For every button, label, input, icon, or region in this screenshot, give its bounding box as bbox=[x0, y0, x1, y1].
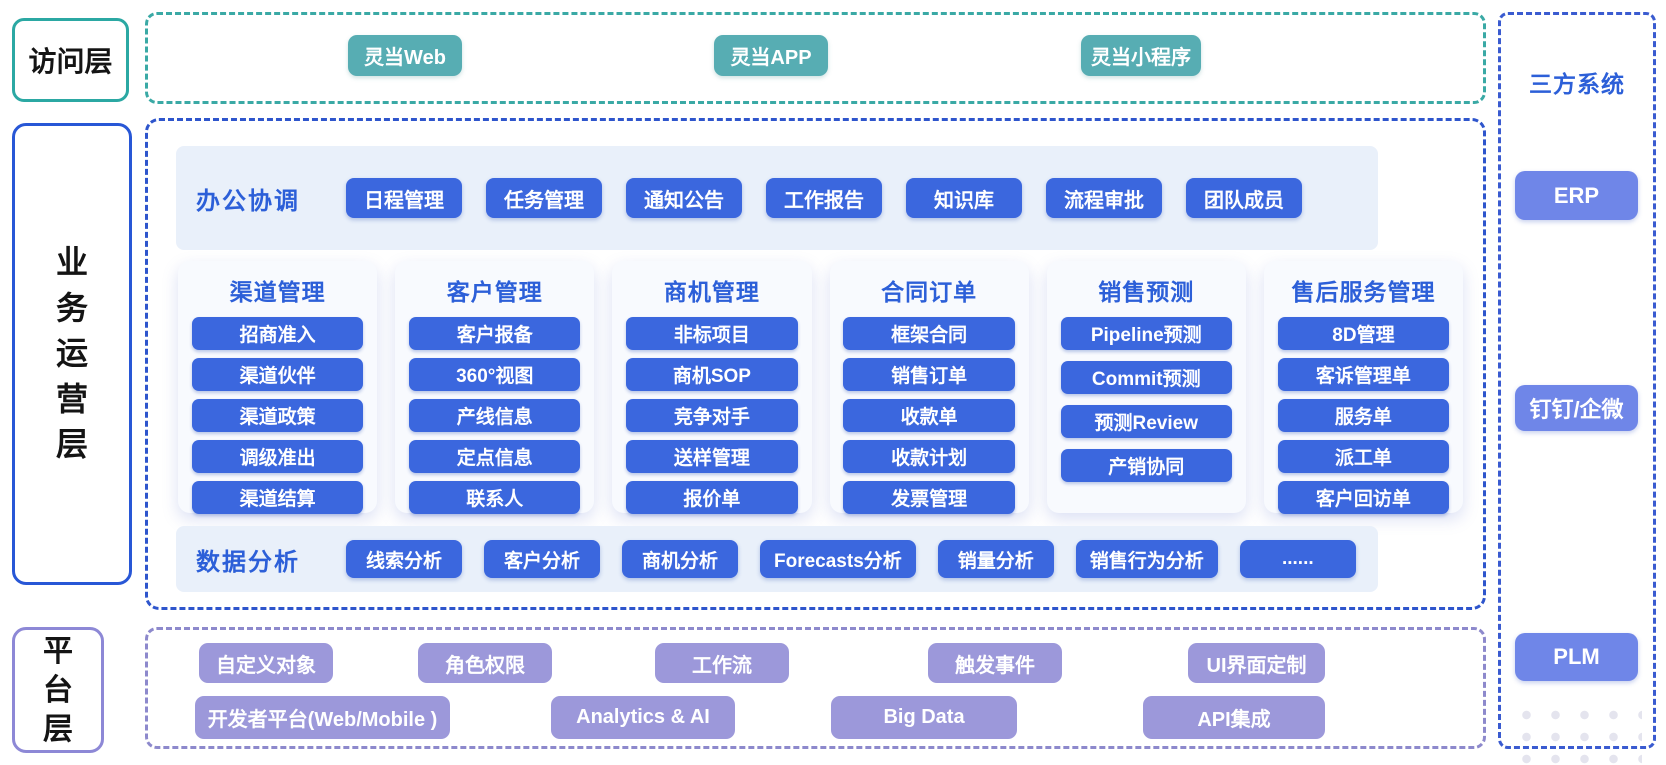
card-item-button[interactable]: 渠道伙伴 bbox=[191, 358, 364, 391]
card-item-button[interactable]: 非标项目 bbox=[626, 317, 798, 350]
task-management-button[interactable]: 任务管理 bbox=[486, 178, 602, 218]
lingdang-app-button[interactable]: 灵当APP bbox=[714, 35, 828, 76]
analysis-buttons-row: 线索分析 客户分析 商机分析 Forecasts分析 销量分析 销售行为分析 .… bbox=[346, 540, 1356, 578]
office-panel-title: 办公协调 bbox=[196, 187, 300, 215]
big-data-button[interactable]: Big Data bbox=[831, 696, 1017, 739]
analytics-ai-button[interactable]: Analytics & AI bbox=[551, 696, 735, 739]
card-title: 售后服务管理 bbox=[1291, 279, 1436, 305]
forecasts-analysis-button[interactable]: Forecasts分析 bbox=[760, 540, 916, 578]
developer-platform-button[interactable]: 开发者平台(Web/Mobile ) bbox=[195, 696, 450, 739]
dot-grid-decoration bbox=[1508, 700, 1642, 764]
business-layer-panel: 办公协调 日程管理 任务管理 通知公告 工作报告 知识库 流程审批 团队成员 渠… bbox=[145, 118, 1486, 610]
layer-label-access: 访问层 bbox=[12, 18, 129, 102]
role-permission-button[interactable]: 角色权限 bbox=[418, 643, 552, 683]
data-analysis-panel: 数据分析 线索分析 客户分析 商机分析 Forecasts分析 销量分析 销售行… bbox=[176, 526, 1378, 592]
card-sales-forecast: 销售预测 Pipeline预测 Commit预测 预测Review 产销协同 bbox=[1046, 261, 1246, 513]
card-item-button[interactable]: 销售订单 bbox=[843, 358, 1015, 391]
card-title: 客户管理 bbox=[446, 279, 543, 305]
lead-analysis-button[interactable]: 线索分析 bbox=[346, 540, 462, 578]
more-analysis-button[interactable]: ...... bbox=[1239, 540, 1356, 578]
api-integration-button[interactable]: API集成 bbox=[1143, 696, 1325, 739]
business-cards-row: 渠道管理 招商准入 渠道伙伴 渠道政策 调级准出 渠道结算 客户管理 客户报备 … bbox=[178, 261, 1464, 514]
opportunity-analysis-button[interactable]: 商机分析 bbox=[622, 540, 738, 578]
office-coordination-panel: 办公协调 日程管理 任务管理 通知公告 工作报告 知识库 流程审批 团队成员 bbox=[176, 146, 1378, 250]
third-party-panel: 三方系统 ERP 钉钉/企微 PLM bbox=[1498, 12, 1656, 749]
business-layer-label: 业务运营层 bbox=[55, 244, 88, 463]
card-item-button[interactable]: 360°视图 bbox=[409, 358, 581, 391]
access-layer-panel: 灵当Web 灵当APP 灵当小程序 bbox=[145, 12, 1486, 104]
card-customer-management: 客户管理 客户报备 360°视图 产线信息 定点信息 联系人 bbox=[395, 261, 595, 514]
card-item-button[interactable]: 报价单 bbox=[626, 481, 798, 514]
card-item-button[interactable]: 定点信息 bbox=[409, 440, 581, 473]
card-item-button[interactable]: 联系人 bbox=[409, 481, 581, 514]
card-item-button[interactable]: 收款计划 bbox=[843, 440, 1015, 473]
card-title: 合同订单 bbox=[881, 279, 978, 305]
card-item-button[interactable]: Pipeline预测 bbox=[1060, 317, 1232, 350]
plm-button[interactable]: PLM bbox=[1515, 633, 1638, 681]
trigger-event-button[interactable]: 触发事件 bbox=[928, 643, 1062, 683]
sales-volume-analysis-button[interactable]: 销量分析 bbox=[937, 540, 1054, 578]
card-item-button[interactable]: 框架合同 bbox=[843, 317, 1015, 350]
card-item-button[interactable]: 客诉管理单 bbox=[1277, 358, 1450, 391]
layer-label-platform: 平台层 bbox=[12, 627, 104, 753]
erp-button[interactable]: ERP bbox=[1515, 171, 1638, 220]
customer-analysis-button[interactable]: 客户分析 bbox=[484, 540, 600, 578]
card-after-sales-service: 售后服务管理 8D管理 客诉管理单 服务单 派工单 客户回访单 bbox=[1263, 261, 1464, 514]
team-members-button[interactable]: 团队成员 bbox=[1186, 178, 1302, 218]
card-item-button[interactable]: 8D管理 bbox=[1277, 317, 1450, 350]
ui-customization-button[interactable]: UI界面定制 bbox=[1188, 643, 1325, 683]
card-item-button[interactable]: Commit预测 bbox=[1060, 361, 1232, 394]
process-approval-button[interactable]: 流程审批 bbox=[1046, 178, 1162, 218]
card-item-button[interactable]: 招商准入 bbox=[191, 317, 364, 350]
card-item-button[interactable]: 收款单 bbox=[843, 399, 1015, 432]
custom-object-button[interactable]: 自定义对象 bbox=[199, 643, 333, 683]
card-title: 渠道管理 bbox=[229, 279, 326, 305]
platform-layer-panel: 自定义对象 角色权限 工作流 触发事件 UI界面定制 开发者平台(Web/Mob… bbox=[145, 627, 1486, 749]
card-item-button[interactable]: 产线信息 bbox=[409, 399, 581, 432]
card-item-button[interactable]: 客户报备 bbox=[409, 317, 581, 350]
access-layer-label: 访问层 bbox=[28, 46, 113, 77]
card-opportunity-management: 商机管理 非标项目 商机SOP 竞争对手 送样管理 报价单 bbox=[612, 261, 812, 514]
dingtalk-wecom-button[interactable]: 钉钉/企微 bbox=[1515, 385, 1638, 431]
card-item-button[interactable]: 服务单 bbox=[1277, 399, 1450, 432]
card-item-button[interactable]: 渠道结算 bbox=[191, 481, 364, 514]
card-item-button[interactable]: 发票管理 bbox=[843, 481, 1015, 514]
card-item-button[interactable]: 产销协同 bbox=[1060, 449, 1232, 482]
card-item-button[interactable]: 调级准出 bbox=[191, 440, 364, 473]
card-item-button[interactable]: 派工单 bbox=[1277, 440, 1450, 473]
knowledge-base-button[interactable]: 知识库 bbox=[906, 178, 1022, 218]
workflow-button[interactable]: 工作流 bbox=[655, 643, 789, 683]
third-party-title: 三方系统 bbox=[1529, 71, 1625, 97]
analysis-panel-title: 数据分析 bbox=[196, 548, 300, 576]
lingdang-miniprogram-button[interactable]: 灵当小程序 bbox=[1081, 35, 1201, 76]
work-report-button[interactable]: 工作报告 bbox=[766, 178, 882, 218]
sales-behavior-analysis-button[interactable]: 销售行为分析 bbox=[1075, 540, 1218, 578]
card-item-button[interactable]: 渠道政策 bbox=[191, 399, 364, 432]
card-title: 销售预测 bbox=[1098, 279, 1195, 305]
card-item-button[interactable]: 送样管理 bbox=[626, 440, 798, 473]
layer-label-business: 业务运营层 bbox=[12, 123, 132, 585]
card-channel-management: 渠道管理 招商准入 渠道伙伴 渠道政策 调级准出 渠道结算 bbox=[178, 261, 378, 514]
card-item-button[interactable]: 商机SOP bbox=[626, 358, 798, 391]
office-buttons-row: 日程管理 任务管理 通知公告 工作报告 知识库 流程审批 团队成员 bbox=[346, 178, 1302, 218]
lingdang-web-button[interactable]: 灵当Web bbox=[348, 35, 462, 76]
card-title: 商机管理 bbox=[663, 279, 760, 305]
schedule-management-button[interactable]: 日程管理 bbox=[346, 178, 462, 218]
card-contract-orders: 合同订单 框架合同 销售订单 收款单 收款计划 发票管理 bbox=[829, 261, 1029, 514]
platform-layer-label: 平台层 bbox=[43, 634, 73, 746]
card-item-button[interactable]: 预测Review bbox=[1060, 405, 1232, 438]
card-item-button[interactable]: 竞争对手 bbox=[626, 399, 798, 432]
card-item-button[interactable]: 客户回访单 bbox=[1277, 481, 1450, 514]
notice-announcement-button[interactable]: 通知公告 bbox=[626, 178, 742, 218]
